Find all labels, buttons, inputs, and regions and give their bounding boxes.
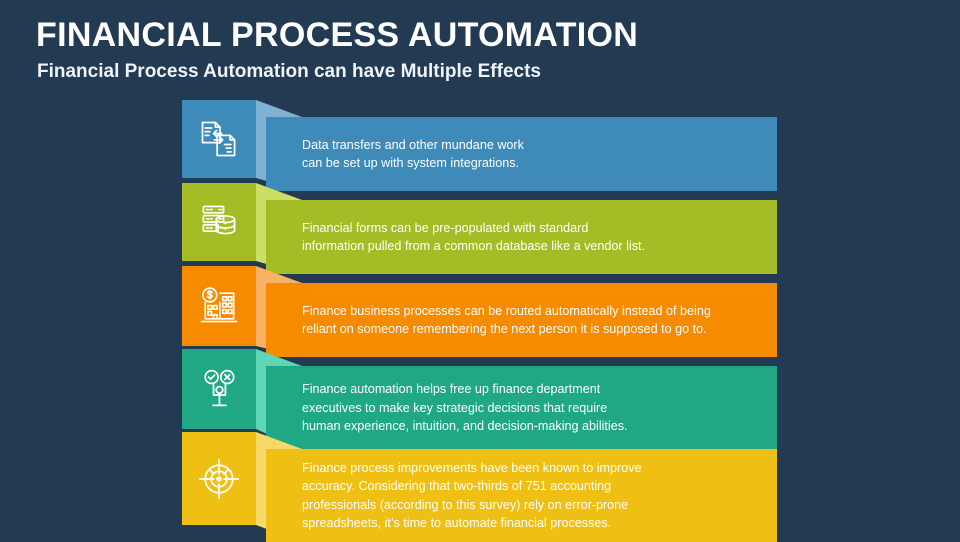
band-text-panel[interactable]: Finance automation helps free up finance… xyxy=(266,366,777,450)
band-description-line: Finance process improvements have been k… xyxy=(302,460,642,475)
person-decision-icon xyxy=(197,367,241,411)
band-description-line: spreadsheets, it’s time to automate fina… xyxy=(302,516,612,530)
band-description-line: executives to make key strategic decisio… xyxy=(302,400,608,415)
band-description: Financial forms can be pre-populated wit… xyxy=(266,219,659,256)
band-description-line: Finance automation helps free up finance… xyxy=(302,382,601,397)
page-subtitle: Financial Process Automation can have Mu… xyxy=(37,61,541,82)
process-band[interactable]: Data transfers and other mundane work can… xyxy=(0,100,960,191)
band-text-panel[interactable]: Finance business processes can be routed… xyxy=(266,283,777,357)
band-description: Finance automation helps free up finance… xyxy=(266,380,642,436)
band-description: Data transfers and other mundane work can… xyxy=(266,136,538,173)
page-title: FINANCIAL PROCESS AUTOMATION xyxy=(36,16,639,54)
band-icon-tile[interactable] xyxy=(182,432,256,525)
band-text-panel[interactable]: Financial forms can be pre-populated wit… xyxy=(266,200,777,274)
band-icon-tile[interactable] xyxy=(182,266,256,346)
process-band[interactable]: Finance process improvements have been k… xyxy=(0,432,960,542)
band-description-line: information pulled from a common databas… xyxy=(302,239,646,253)
band-description-line: professionals (according to this survey)… xyxy=(302,497,629,512)
band-description-line: accuracy. Considering that two-thirds of… xyxy=(302,479,612,493)
band-description: Finance business processes can be routed… xyxy=(266,302,725,339)
process-band[interactable]: Financial forms can be pre-populated wit… xyxy=(0,183,960,274)
band-description-line: Data transfers and other mundane work xyxy=(302,137,524,152)
band-description-line: reliant on someone remembering the next … xyxy=(302,322,707,336)
target-crosshair-icon xyxy=(197,457,241,501)
band-description-line: can be set up with system integrations. xyxy=(302,156,520,170)
band-text-panel[interactable]: Data transfers and other mundane work can… xyxy=(266,117,777,191)
band-icon-tile[interactable] xyxy=(182,100,256,178)
band-icon-tile[interactable] xyxy=(182,349,256,429)
band-description-line: Financial forms can be pre-populated wit… xyxy=(302,220,589,235)
band-text-panel[interactable]: Finance process improvements have been k… xyxy=(266,449,777,542)
database-server-icon xyxy=(197,200,241,244)
band-description: Finance process improvements have been k… xyxy=(266,459,656,533)
process-band[interactable]: Finance automation helps free up finance… xyxy=(0,349,960,450)
band-description-line: Finance business processes can be routed… xyxy=(302,303,711,318)
band-icon-tile[interactable] xyxy=(182,183,256,261)
bank-building-dollar-icon xyxy=(197,284,241,328)
band-description-line: human experience, intuition, and decisio… xyxy=(302,419,628,434)
document-transfer-icon xyxy=(197,117,241,161)
process-band[interactable]: Finance business processes can be routed… xyxy=(0,266,960,357)
